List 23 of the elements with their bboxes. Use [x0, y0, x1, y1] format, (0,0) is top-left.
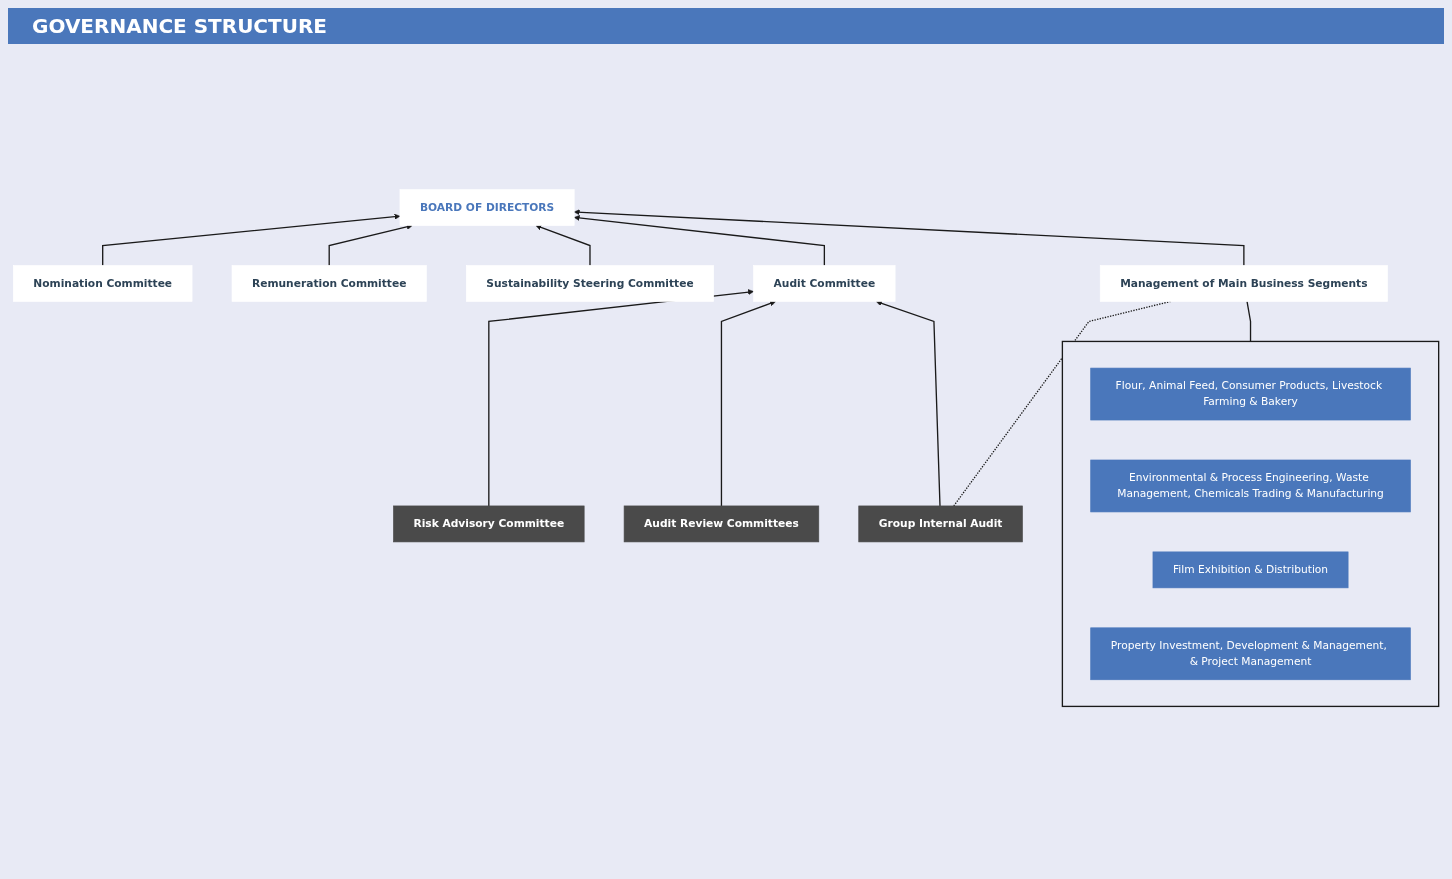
node-box: Nomination Committee — [13, 265, 193, 302]
node-box: BOARD OF DIRECTORS — [399, 189, 575, 226]
node-box: Audit Committee — [753, 265, 896, 302]
arrow — [488, 289, 754, 507]
node-box: Property Investment, Development & Management, & Project Management — [1090, 627, 1411, 681]
node-box: Remuneration Committee — [231, 265, 427, 302]
arrow — [535, 224, 591, 267]
header-band: GOVERNANCE STRUCTURE — [8, 8, 1444, 44]
cluster — [1061, 340, 1440, 708]
arrow — [573, 215, 826, 267]
node-box: Risk Advisory Committee — [393, 505, 585, 543]
arrow — [720, 300, 776, 507]
node-box: Film Exhibition & Distribution — [1152, 551, 1349, 589]
node-box: Audit Review Committees — [623, 505, 820, 543]
arrow — [573, 209, 1245, 267]
node-box: Group Internal Audit — [858, 505, 1023, 543]
node-box: Management of Main Business Segments — [1099, 265, 1388, 302]
arrow — [102, 213, 401, 267]
connector — [1246, 300, 1252, 343]
node-box: Sustainability Steering Committee — [466, 265, 714, 302]
arrow — [876, 300, 941, 507]
node-box: Environmental & Process Engineering, Waste Management, Chemicals Trading & Manufacturing — [1090, 459, 1411, 513]
node-box: Flour, Animal Feed, Consumer Products, Livestock Farming & Bakery — [1090, 367, 1411, 421]
